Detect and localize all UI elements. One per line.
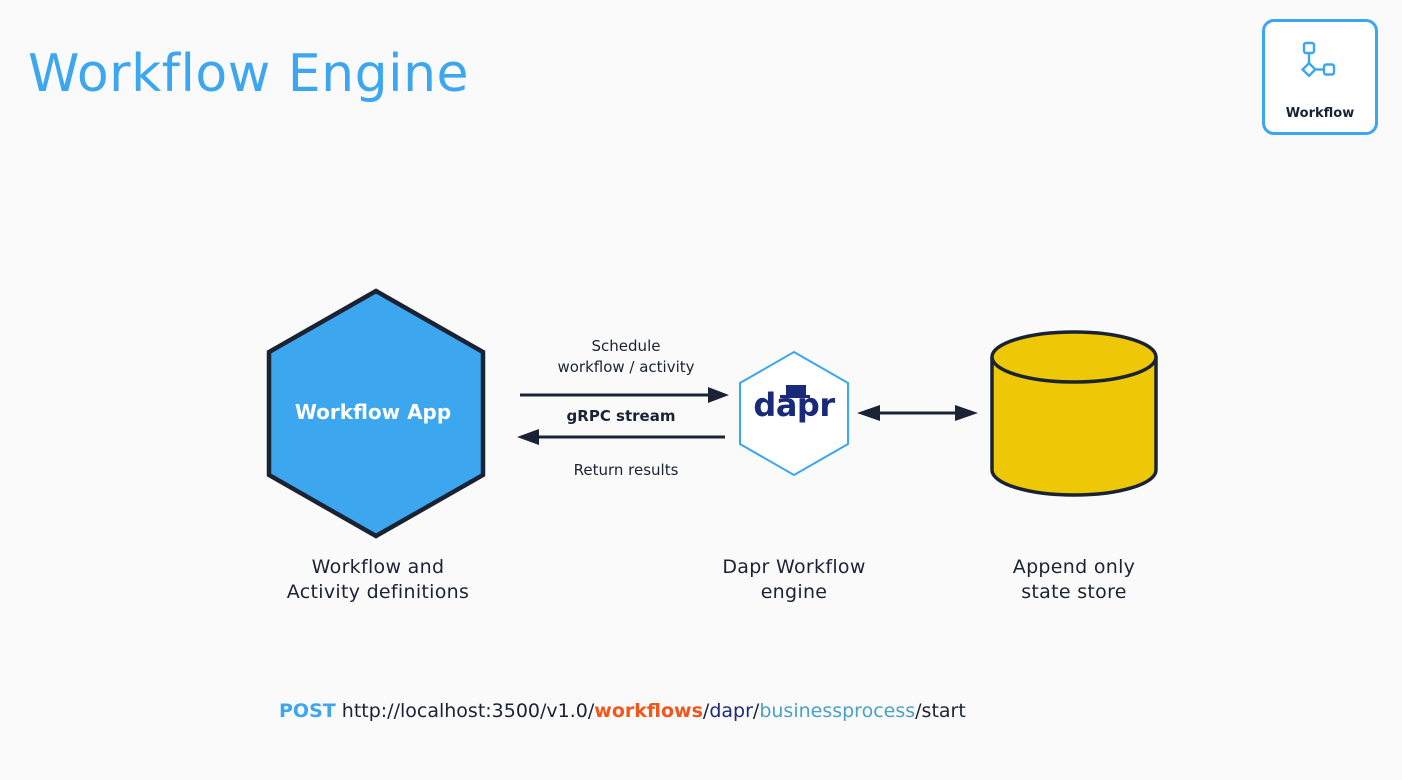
workflow-app-hexagon — [266, 288, 486, 539]
url-component-segment: dapr — [709, 700, 753, 722]
engine-caption-line2: engine — [760, 581, 828, 603]
workflow-app-caption-line2: Activity definitions — [286, 581, 470, 603]
workflow-app-label: Workflow App — [294, 400, 452, 424]
url-separator-2: / — [752, 700, 760, 722]
store-caption-line2: state store — [1021, 581, 1127, 603]
return-results-label: Return results — [573, 461, 679, 479]
engine-caption-line1: Dapr Workflow — [722, 556, 866, 578]
schedule-arrow — [520, 387, 729, 403]
state-store-cylinder — [990, 330, 1158, 497]
url-workflows-segment: workflows — [594, 700, 703, 722]
engine-caption: Dapr Workflow engine — [684, 555, 904, 605]
store-caption: Append only state store — [974, 555, 1174, 605]
dapr-hat-icon — [780, 385, 810, 398]
dapr-engine-hexagon — [739, 350, 849, 477]
schedule-label-line1: Schedule — [591, 337, 661, 355]
http-method: POST — [279, 700, 336, 722]
workflow-app-caption: Workflow and Activity definitions — [258, 555, 498, 605]
grpc-stream-label: gRPC stream — [566, 407, 676, 425]
workflow-badge: Workflow — [1262, 19, 1378, 135]
workflow-app-caption-line1: Workflow and — [311, 556, 445, 578]
schedule-label-line2: workflow / activity — [557, 358, 695, 376]
url-suffix: /start — [915, 700, 966, 722]
store-caption-line1: Append only — [1012, 556, 1136, 578]
url-separator-1: / — [702, 700, 710, 722]
return-arrow — [517, 429, 725, 445]
page-title: Workflow Engine — [28, 44, 470, 104]
url-prefix: http://localhost:3500/v1.0/ — [335, 700, 595, 722]
endpoint-url: POST http://localhost:3500/v1.0/workflow… — [279, 700, 966, 722]
schedule-label: Schedule workflow / activity — [526, 336, 726, 378]
dapr-logo-text: dapr — [753, 386, 835, 424]
url-workflow-name-segment: businessprocess — [759, 700, 916, 722]
workflow-icon — [1300, 41, 1336, 78]
badge-label: Workflow — [1285, 106, 1355, 121]
engine-store-arrow — [857, 405, 978, 421]
